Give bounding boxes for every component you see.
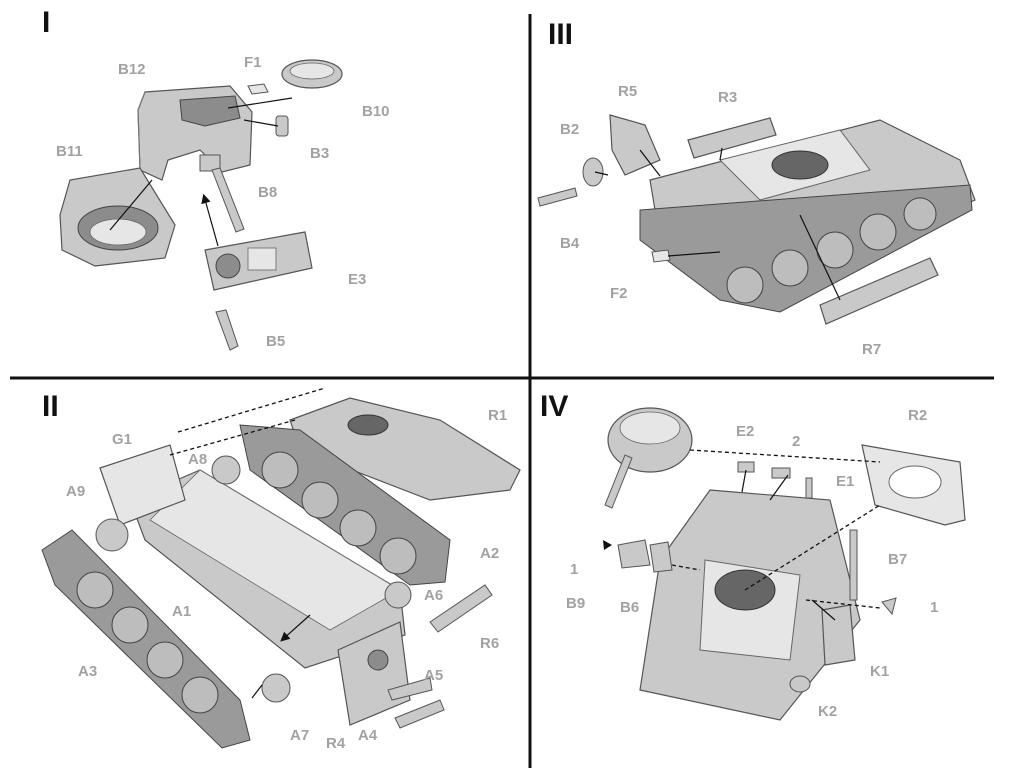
part-b6: [649, 541, 673, 573]
part-b9: [617, 539, 651, 569]
gun-barrel-part: [199, 154, 245, 233]
label-b12: B12: [118, 61, 146, 78]
hatch-part: [281, 59, 343, 89]
turret-ring-part: [59, 167, 176, 267]
tool-b7: [849, 529, 858, 601]
label-b2: B2: [560, 121, 580, 138]
headlight-part: [651, 249, 671, 263]
step-iii-title: III: [548, 18, 574, 51]
turret-assembly: [604, 407, 693, 509]
label-e3: E3: [348, 271, 367, 288]
front-plate-g1: [99, 444, 186, 526]
label-r3: R3: [718, 89, 738, 106]
sprocket-a9: [95, 518, 129, 552]
label-b11: B11: [56, 143, 83, 160]
label-r6: R6: [480, 635, 500, 652]
step-iv-title: IV: [540, 390, 569, 423]
label-e1: E1: [836, 473, 855, 490]
gun-mantlet-part: [204, 231, 313, 291]
antenna-base-e1: [805, 477, 813, 499]
label-b4: B4: [560, 235, 580, 252]
label-a5: A5: [424, 667, 444, 684]
label-2: 2: [792, 433, 801, 450]
label-k2: K2: [818, 703, 838, 720]
panel-iii-parts: [537, 114, 976, 325]
label-b6: B6: [620, 599, 640, 616]
label-f2: F2: [610, 285, 628, 302]
label-b8: B8: [258, 184, 278, 201]
label-a7: A7: [290, 727, 310, 744]
sprocket-a8: [211, 455, 241, 485]
label-b10: B10: [362, 103, 390, 120]
label-1-left: 1: [570, 561, 579, 578]
decal-2: [771, 467, 791, 479]
label-a8: A8: [188, 451, 208, 468]
box-part-k1: [821, 604, 856, 666]
label-a3: A3: [78, 663, 98, 680]
label-r4: R4: [326, 735, 346, 752]
tow-part-a5: [387, 677, 433, 701]
side-plate-r3: [687, 117, 777, 159]
label-b5: B5: [266, 333, 286, 350]
decal-1-right: [881, 597, 897, 616]
label-g1: G1: [112, 431, 133, 448]
muffler-r6: [429, 584, 493, 633]
label-b9: B9: [566, 595, 586, 612]
label-a4: A4: [358, 727, 378, 744]
label-a1: A1: [172, 603, 192, 620]
label-r5: R5: [618, 83, 638, 100]
label-r1: R1: [488, 407, 508, 424]
label-a9: A9: [66, 483, 86, 500]
exhaust-part: [537, 187, 578, 207]
label-r7: R7: [862, 341, 882, 358]
track-part: [639, 184, 973, 313]
label-a6: A6: [424, 587, 444, 604]
panel-iv-parts: [603, 407, 966, 721]
label-e2: E2: [736, 423, 755, 440]
turret-shell-part: [137, 85, 253, 181]
coaxial-mg-part: [215, 309, 239, 351]
label-1-right: 1: [930, 599, 939, 616]
tow-part-a4: [394, 699, 445, 729]
wheel-a7: [261, 673, 291, 703]
label-b3: B3: [310, 145, 330, 162]
idler-part: [582, 157, 604, 187]
label-a2: A2: [480, 545, 500, 562]
decal-1-left: [603, 540, 612, 550]
panel-i-parts: [59, 59, 343, 351]
step-i-title: I: [42, 6, 51, 39]
idler-a6: [384, 581, 412, 609]
label-k1: K1: [870, 663, 890, 680]
step-ii-title: II: [42, 390, 59, 423]
label-r2: R2: [908, 407, 928, 424]
panel-ii-parts: [41, 387, 521, 749]
small-bracket-part: [247, 83, 269, 95]
side-plate-r7: [819, 257, 939, 325]
label-b7: B7: [888, 551, 908, 568]
part-k2: [789, 675, 811, 693]
label-f1: F1: [244, 54, 262, 71]
